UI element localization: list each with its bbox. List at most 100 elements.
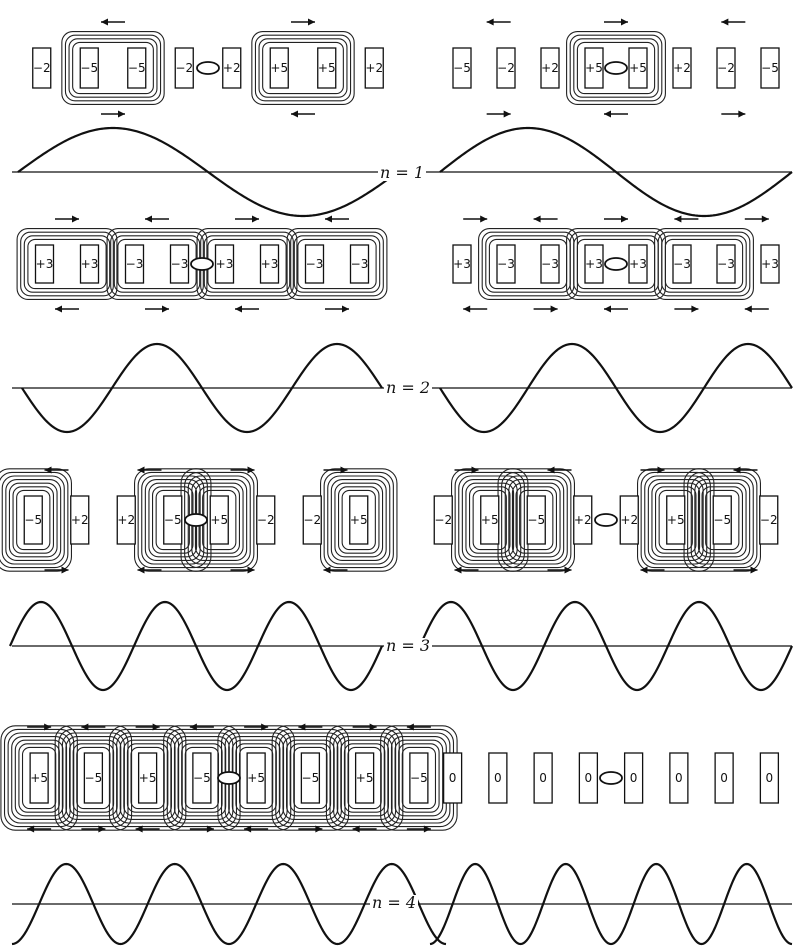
cell-value-right-n2-4: +3	[585, 257, 603, 271]
field-arrow-top-right-n3-1	[454, 466, 479, 474]
cell-value-right-n1-2: −2	[497, 61, 515, 75]
field-arrow-top-left-n3-3	[230, 466, 255, 474]
field-arrow-bottom-right-n2-3	[604, 305, 628, 313]
cell-right-n2-4: +3	[584, 244, 604, 284]
cell-value-left-n3-6: −2	[257, 513, 275, 527]
cell-value-right-n4-6: 0	[675, 771, 683, 785]
cell-value-left-n3-7: −2	[303, 513, 321, 527]
mode-label-n2: n = 2	[384, 378, 433, 397]
cell-value-right-n4-2: 0	[494, 771, 502, 785]
field-arrow-bottom-right-n3-1	[454, 566, 479, 574]
cell-right-n2-3: −3	[540, 244, 560, 284]
cell-left-n4-2: −5	[83, 752, 104, 804]
left-panel-n3: −5+2+2−5+5−2−2+5	[0, 466, 398, 574]
field-arrow-bottom-right-n2-2	[533, 305, 558, 313]
field-arrow-top-right-n2-4	[674, 215, 699, 223]
coupling-ellipse-left-n3	[184, 513, 208, 527]
right-panel-n1: −5−2+2+5+5+2−2−5	[452, 18, 780, 118]
cell-value-right-n4-7: 0	[720, 771, 728, 785]
field-arrow-bottom-right-n3-4	[733, 566, 758, 574]
field-arrow-top-left-n4-6	[298, 723, 323, 731]
mode-label-n4: n = 4	[370, 893, 419, 912]
cell-right-n4-7: 0	[714, 752, 734, 804]
cell-right-n1-1: −5	[452, 47, 472, 89]
field-arrow-bottom-left-n1-1	[101, 110, 125, 118]
mode-label-n3: n = 3	[384, 636, 433, 655]
field-arrow-top-right-n1-3	[721, 18, 746, 26]
cell-right-n3-8: −2	[759, 495, 779, 545]
coupling-ellipse-right-n3	[594, 513, 618, 527]
cell-left-n4-7: +5	[354, 752, 375, 804]
cell-right-n3-5: +2	[619, 495, 639, 545]
field-arrow-top-right-n1-1	[486, 18, 511, 26]
cell-value-left-n3-1: −5	[24, 513, 42, 527]
cell-left-n4-5: +5	[246, 752, 266, 804]
cell-value-left-n1-1: −2	[33, 61, 51, 75]
left-panel-n2: +3+3−3−3+3+3−3−3	[16, 215, 388, 313]
cell-right-n1-7: −2	[716, 47, 736, 89]
cell-value-left-n2-8: −3	[351, 257, 369, 271]
cell-left-n3-6: −2	[256, 495, 276, 545]
wave-curve-right-n4	[429, 862, 793, 946]
field-arrow-bottom-left-n4-8	[406, 825, 431, 833]
cell-value-left-n4-3: +5	[139, 771, 157, 785]
cell-value-right-n1-4: +5	[585, 61, 603, 75]
cell-left-n4-4: −5	[192, 752, 212, 804]
cell-right-n4-6: 0	[669, 752, 689, 804]
cell-value-left-n4-5: +5	[247, 771, 265, 785]
cell-left-n1-4: −2	[174, 47, 194, 89]
field-arrow-bottom-right-n2-5	[744, 305, 769, 313]
cell-right-n3-6: +5	[666, 495, 686, 545]
cell-value-left-n2-3: −3	[126, 257, 144, 271]
cell-left-n3-7: −2	[302, 495, 322, 545]
cell-left-n2-8: −3	[349, 244, 370, 284]
cell-value-left-n4-1: +5	[30, 771, 48, 785]
field-arrow-bottom-right-n1-2	[604, 110, 628, 118]
cell-value-left-n1-6: +5	[270, 61, 288, 75]
cell-value-left-n2-5: +3	[216, 257, 234, 271]
field-arrow-bottom-left-n3-1	[44, 566, 69, 574]
cell-left-n2-2: +3	[79, 244, 100, 284]
cell-value-left-n1-2: −5	[80, 61, 98, 75]
field-arrow-top-right-n2-1	[463, 215, 488, 223]
coupling-ellipse-left-n2	[190, 257, 214, 271]
cell-value-right-n3-4: +2	[574, 513, 592, 527]
cell-value-left-n2-4: −3	[171, 257, 189, 271]
cell-left-n3-1: −5	[23, 495, 43, 545]
cell-right-n2-7: −3	[716, 244, 736, 284]
field-arrow-top-left-n2-1	[55, 215, 79, 223]
cell-left-n1-6: +5	[269, 47, 289, 89]
field-arrow-top-left-n1-1	[101, 18, 125, 26]
cell-value-left-n4-6: −5	[302, 771, 320, 785]
left-panel-n1: −2−5−5−2+2+5+5+2	[32, 18, 384, 118]
cell-right-n2-1: +3	[452, 244, 472, 284]
field-arrow-bottom-left-n4-2	[81, 825, 106, 833]
field-arrow-top-left-n4-3	[135, 723, 160, 731]
field-contours-right-n1-1	[566, 31, 666, 105]
field-arrow-top-left-n3-1	[44, 466, 69, 474]
field-contours-right-n2-3	[654, 228, 754, 300]
cell-value-right-n3-5: +2	[620, 513, 638, 527]
cell-value-left-n4-7: +5	[356, 771, 374, 785]
cell-value-right-n2-5: +3	[629, 257, 647, 271]
field-arrow-top-left-n3-4	[323, 466, 348, 474]
cell-left-n4-8: −5	[409, 752, 429, 804]
field-arrow-top-left-n3-2	[137, 466, 162, 474]
coupling-ellipse-right-n4	[599, 771, 623, 785]
field-arrow-bottom-left-n4-6	[298, 825, 323, 833]
cell-value-right-n1-5: +5	[629, 61, 647, 75]
field-arrow-bottom-left-n1-2	[291, 110, 315, 118]
coupling-ellipse-right-n1	[604, 61, 628, 75]
cell-right-n2-5: +3	[628, 244, 648, 284]
cell-value-left-n1-8: +2	[365, 61, 383, 75]
cell-value-left-n4-4: −5	[193, 771, 211, 785]
field-arrow-bottom-left-n4-5	[244, 825, 269, 833]
cell-right-n1-2: −2	[496, 47, 516, 89]
field-arrow-top-left-n4-1	[27, 723, 52, 731]
cell-value-right-n1-8: −5	[761, 61, 779, 75]
cell-left-n2-5: +3	[214, 244, 235, 284]
cell-left-n2-6: +3	[259, 244, 280, 284]
field-arrow-top-left-n4-5	[244, 723, 269, 731]
field-arrow-bottom-right-n1-3	[721, 110, 746, 118]
cell-value-left-n2-2: +3	[81, 257, 99, 271]
